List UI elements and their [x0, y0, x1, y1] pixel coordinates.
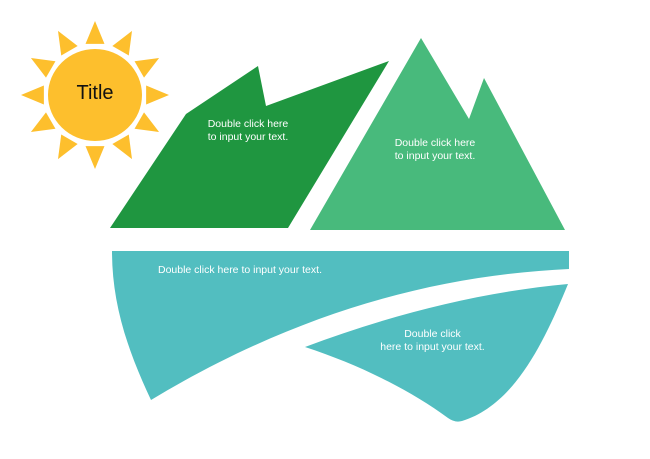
teal-upper-text[interactable]: Double click here to input your text.: [157, 264, 322, 276]
sun-ray: [30, 58, 56, 78]
sun-ray: [112, 30, 132, 56]
light-green-mountain[interactable]: [310, 38, 565, 230]
sun-ray: [134, 58, 160, 78]
sun-ray: [30, 112, 56, 132]
sun-ray: [134, 112, 160, 132]
sun-rays: [21, 21, 169, 169]
teal-lower-shape[interactable]: [305, 284, 568, 422]
teal-lower-text[interactable]: Double click here to input your text.: [380, 328, 485, 353]
sun-title[interactable]: Title: [76, 82, 114, 104]
sun-ray: [58, 30, 78, 56]
sun-ray: [146, 85, 169, 105]
sun-ray: [58, 134, 78, 160]
dark-green-text[interactable]: Double click here to input your text.: [207, 118, 289, 143]
sun-ray: [85, 21, 105, 44]
sun-ray: [85, 146, 105, 169]
light-green-text[interactable]: Double click here to input your text.: [394, 137, 476, 162]
sun-ray: [21, 85, 44, 105]
sun-ray: [112, 134, 132, 160]
sun-circle[interactable]: [48, 49, 142, 141]
dark-green-mountain[interactable]: [110, 61, 389, 228]
teal-upper-shape[interactable]: [112, 251, 569, 400]
